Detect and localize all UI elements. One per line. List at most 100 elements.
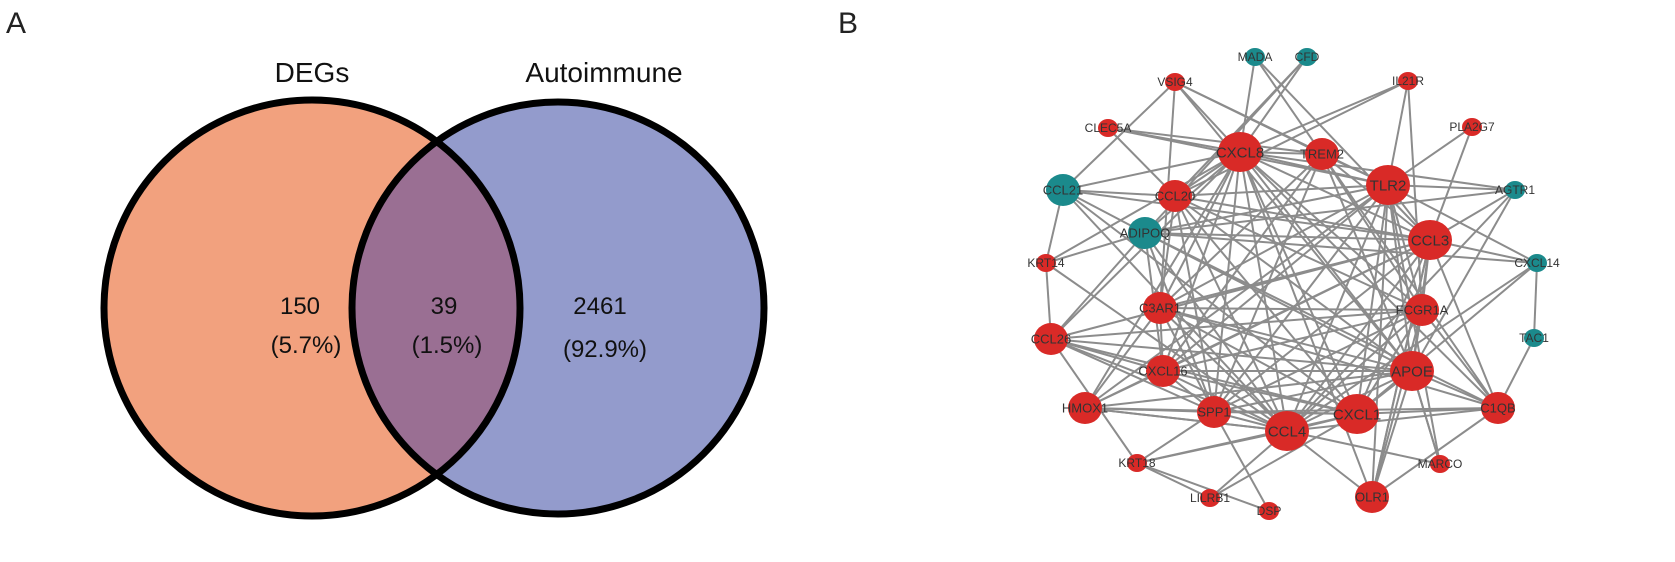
edge-mada-ccl3 [1254, 56, 1431, 241]
node-label-mada: MADA [1238, 50, 1273, 64]
edge-apoe-olr1 [1371, 370, 1413, 498]
edge-vsig4-apoe [1174, 81, 1413, 372]
node-marco: MARCO [1418, 455, 1462, 473]
edge-apoe-ccl26 [1050, 338, 1413, 372]
edge-apoe-spp1 [1213, 370, 1413, 413]
node-circle-spp1 [1197, 396, 1231, 428]
edge-ccl3-spp1 [1213, 239, 1431, 413]
node-circle-krt18 [1127, 454, 1147, 472]
edge-ccl26-cxcl1 [1050, 338, 1358, 415]
node-clec5a: CLEC5A [1085, 119, 1131, 137]
node-circle-hmox1 [1068, 392, 1102, 424]
node-circle-c1qb [1481, 392, 1515, 424]
edge-il21r-cxcl8 [1239, 80, 1409, 153]
panel-b-label: B [838, 7, 858, 40]
edge-lilrb1-cxcl1 [1209, 413, 1358, 499]
venn-count-degs-only: 150 [280, 293, 320, 320]
node-label-ccl21: CCL21 [1043, 183, 1083, 198]
node-label-trem2: TREM2 [1300, 147, 1344, 162]
panel-a-label: A [6, 7, 26, 40]
edge-adipoq-c1qb [1144, 232, 1499, 409]
edge-ccl4-krt18 [1136, 430, 1288, 464]
node-circle-apoe [1390, 351, 1434, 391]
node-circle-krt14 [1036, 254, 1056, 272]
node-circle-pla2g7 [1462, 118, 1482, 136]
venn-panel: A DEGs Autoimmune 150 (5.7%) 39 (1.5%) 2… [6, 7, 768, 520]
edge-trem2-c3ar1 [1159, 153, 1323, 309]
edge-tlr2-ccl4 [1286, 184, 1389, 432]
node-circle-vsig4 [1165, 73, 1185, 91]
node-circle-ccl3 [1408, 220, 1452, 260]
node-lilrb1: LILRB1 [1190, 489, 1230, 507]
node-label-apoe: APOE [1391, 363, 1433, 380]
node-circle-cfd [1297, 48, 1317, 66]
edge-krt18-lilrb1 [1136, 462, 1211, 499]
node-label-c1qb: C1QB [1480, 401, 1515, 416]
edge-c3ar1-hmox1 [1084, 307, 1161, 409]
edge-adipoq-krt14 [1045, 232, 1146, 264]
node-label-cfd: CFD [1295, 50, 1320, 64]
node-circle-cxcl1 [1335, 394, 1379, 434]
node-tlr2: TLR2 [1366, 165, 1410, 205]
edge-c3ar1-cxcl1 [1159, 307, 1358, 415]
edge-ccl4-marco [1286, 430, 1441, 465]
node-label-il21r: IL21R [1392, 74, 1424, 88]
node-label-cxcl16: CXCL16 [1138, 364, 1187, 379]
edge-ccl3-ccl4 [1286, 239, 1431, 432]
edge-agtr1-adipoq [1144, 189, 1516, 234]
node-circle-cxcl8 [1218, 132, 1262, 172]
node-vsig4: VSIG4 [1157, 73, 1193, 91]
node-ccl20: CCL20 [1155, 180, 1195, 212]
node-circle-trem2 [1305, 138, 1339, 170]
edge-tlr2-cxcl14 [1387, 184, 1538, 264]
edge-krt14-ccl4 [1045, 262, 1288, 432]
node-il21r: IL21R [1392, 72, 1424, 90]
node-label-ccl20: CCL20 [1155, 189, 1195, 204]
node-label-agtr1: AGTR1 [1495, 183, 1535, 197]
node-cxcl14: CXCL14 [1514, 254, 1560, 272]
node-circle-marco [1430, 455, 1450, 473]
edge-tlr2-adipoq [1144, 184, 1389, 234]
node-circle-cxcl16 [1146, 355, 1180, 387]
venn-count-overlap: 39 [431, 293, 458, 320]
node-circle-clec5a [1098, 119, 1118, 137]
edge-c3ar1-c1qb [1159, 307, 1499, 409]
node-label-cxcl1: CXCL1 [1333, 406, 1381, 423]
edge-c3ar1-fcgr1a [1159, 307, 1423, 311]
node-circle-agtr1 [1505, 181, 1525, 199]
node-ccl26: CCL26 [1031, 323, 1071, 355]
edge-fcgr1a-ccl26 [1050, 309, 1423, 340]
node-circle-c3ar1 [1143, 292, 1177, 324]
node-adipoq: ADIPOQ [1120, 217, 1170, 249]
edge-krt18-dsp [1136, 462, 1270, 512]
node-label-tlr2: TLR2 [1370, 177, 1407, 194]
edge-adipoq-ccl3 [1144, 232, 1431, 241]
node-circle-ccl20 [1158, 180, 1192, 212]
edge-ccl4-c1qb [1286, 407, 1499, 432]
edge-cxcl14-tac1 [1533, 262, 1538, 339]
node-label-spp1: SPP1 [1197, 405, 1230, 420]
node-tac1: TAC1 [1519, 329, 1549, 347]
edge-cxcl8-ccl21 [1062, 151, 1241, 191]
venn-overlap-region [352, 102, 520, 514]
node-ccl21: CCL21 [1043, 174, 1083, 206]
edge-cxcl8-tlr2 [1239, 151, 1389, 186]
edge-tlr2-spp1 [1213, 184, 1389, 413]
edge-cxcl1-c1qb [1356, 407, 1499, 415]
edge-spp1-dsp [1213, 411, 1270, 512]
edge-ccl20-ccl3 [1174, 195, 1431, 241]
node-fcgr1a: FCGR1A [1396, 294, 1449, 326]
node-cxcl16: CXCL16 [1138, 355, 1188, 387]
edge-cfd-ccl20 [1174, 56, 1308, 197]
node-krt14: KRT14 [1027, 254, 1065, 272]
edge-fcgr1a-c1qb [1421, 309, 1499, 409]
node-circle-olr1 [1355, 481, 1389, 513]
node-circle-mada [1245, 48, 1265, 66]
node-c1qb: C1QB [1480, 392, 1516, 424]
venn-count-autoimmune-only: 2461 [573, 293, 626, 320]
edge-cxcl8-apoe [1239, 151, 1413, 372]
node-circle-fcgr1a [1405, 294, 1439, 326]
node-label-cxcl14: CXCL14 [1514, 256, 1560, 270]
edge-ccl26-spp1 [1050, 338, 1215, 413]
